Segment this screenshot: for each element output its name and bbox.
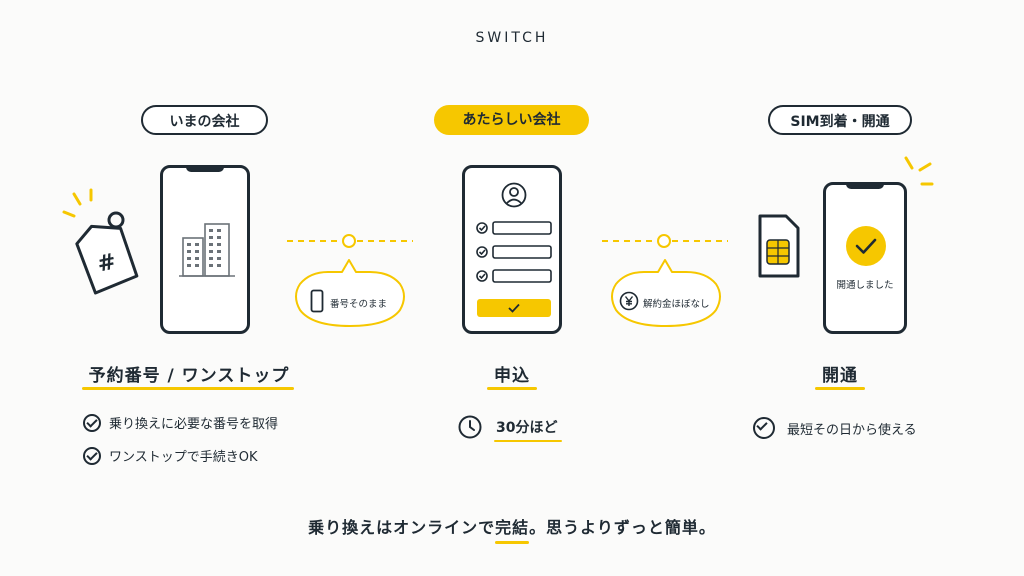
dashed-connector: [287, 234, 413, 248]
sim-card-icon: [758, 214, 800, 278]
dashed-connector: [602, 234, 728, 248]
step-pill-sim-arrival: SIM到着・開通: [768, 105, 912, 135]
duration-text: 30分ほど: [496, 420, 558, 436]
step-pill-new-company: あたらしい会社: [434, 105, 589, 135]
check-icon: [83, 446, 101, 465]
bullet-text: ワンストップで手続きOK: [109, 450, 258, 465]
clock-icon: [458, 415, 482, 439]
check-icon: [508, 303, 520, 313]
step-heading-reservation: 予約番号 / ワンストップ: [88, 366, 290, 386]
speech-bubble: [295, 259, 405, 327]
footer-highlight-text: 完結: [495, 518, 530, 537]
bullet-text: 乗り換えに必要な番号を取得: [109, 417, 279, 432]
speech-bubble: [611, 259, 721, 327]
bullet-item: 乗り換えに必要な番号を取得: [83, 413, 278, 432]
step-pill-current-company: いまの会社: [141, 105, 268, 135]
check-icon: [753, 417, 775, 439]
phone-activated: 開通しました: [823, 182, 907, 334]
heading-underline: [487, 387, 537, 390]
check-badge-icon: [846, 226, 886, 266]
phone-current-company: [160, 165, 250, 334]
step-heading-apply: 申込: [494, 366, 530, 386]
svg-text:#: #: [95, 249, 118, 277]
bullet-item: 最短その日から使える: [753, 417, 917, 439]
bullet-text: 最短その日から使える: [787, 422, 917, 438]
check-icon: [83, 413, 101, 432]
footer-text-before: 乗り換えはオンラインで: [308, 518, 496, 537]
smartphone-icon: [310, 289, 324, 313]
phone-notch: [846, 182, 884, 189]
building-icon: [179, 223, 235, 277]
heading-underline: [82, 387, 294, 390]
user-icon: [501, 182, 527, 208]
bubble-text: 番号そのまま: [330, 299, 388, 310]
highlight-underline: [495, 541, 530, 544]
page-title: SWITCH: [475, 30, 549, 46]
sparkle-icon: [904, 156, 934, 186]
tag-icon: #: [62, 188, 139, 295]
phone-notch: [186, 165, 224, 172]
heading-underline: [815, 387, 865, 390]
activated-text: 開通しました: [836, 280, 894, 291]
duration-info: 30分ほど: [458, 415, 557, 439]
bullet-item: ワンストップで手続きOK: [83, 446, 258, 465]
footer-highlight: 完結: [495, 514, 530, 544]
step-heading-activation: 開通: [822, 366, 858, 386]
bubble-text: 解約金ほぼなし: [643, 299, 710, 310]
yen-icon: [619, 291, 639, 311]
footer-text-after: 。思うよりずっと簡単。: [529, 518, 716, 537]
submit-button: [477, 299, 551, 317]
form-checklist-icon: [476, 221, 552, 283]
duration-underline: [494, 440, 562, 442]
footer-message: 乗り換えはオンラインで完結。思うよりずっと簡単。: [0, 514, 1024, 544]
phone-application-form: [462, 165, 562, 334]
